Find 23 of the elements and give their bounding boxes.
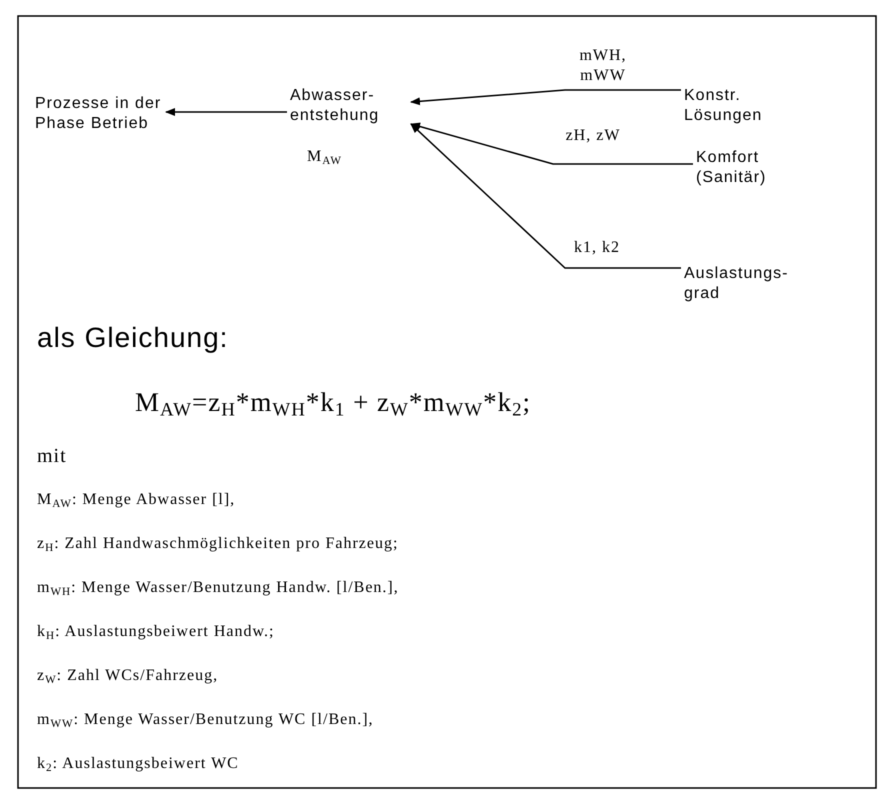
- arrow: [165, 108, 287, 116]
- text-line: mit: [37, 444, 67, 469]
- arrow: [410, 89, 681, 106]
- definition-line: z$_{H}$: Zahl Handwaschmöglichkeiten pro Fahrzeug;: [37, 534, 398, 556]
- edge-label: zH, zW: [564, 126, 622, 146]
- arrow: [410, 123, 681, 269]
- definition-line: k$_{2}$: Auslastungsbeiwert WC: [37, 754, 239, 776]
- definition-line: z$_{W}$: Zahl WCs/Fahrzeug,: [37, 666, 218, 688]
- definition-line: M$_{AW}$: Menge Abwasser [l],: [37, 490, 236, 512]
- formula: M$_{AW}$=z$_{H}$*m$_{WH}$*k$_{1}$ + z$_{W}$*m$_{WW}$*k$_{2}$;: [135, 386, 532, 420]
- definition-line: m$_{WH}$: Menge Wasser/Benutzung Handw. [l/Ben.],: [37, 578, 399, 600]
- arrow: [410, 122, 693, 165]
- node-label: Konstr. Lösungen: [684, 86, 794, 126]
- edge-label: mWH, mWW: [578, 46, 628, 86]
- node-label: Abwasser-entstehung: [290, 86, 380, 126]
- node-label: Prozesse in der Phase Betrieb: [35, 94, 163, 134]
- definition-line: m$_{WW}$: Menge Wasser/Benutzung WC [l/Ben.],: [37, 710, 374, 732]
- node-label: Auslastungs-grad: [684, 264, 799, 304]
- definition-line: k$_{H}$: Auslastungsbeiwert Handw.;: [37, 622, 274, 644]
- formula-label: M$_{AW}$: [307, 148, 342, 166]
- heading: als Gleichung:: [37, 321, 228, 355]
- node-label: Komfort (Sanitär): [696, 148, 806, 188]
- edge-label: k1, k2: [573, 238, 621, 258]
